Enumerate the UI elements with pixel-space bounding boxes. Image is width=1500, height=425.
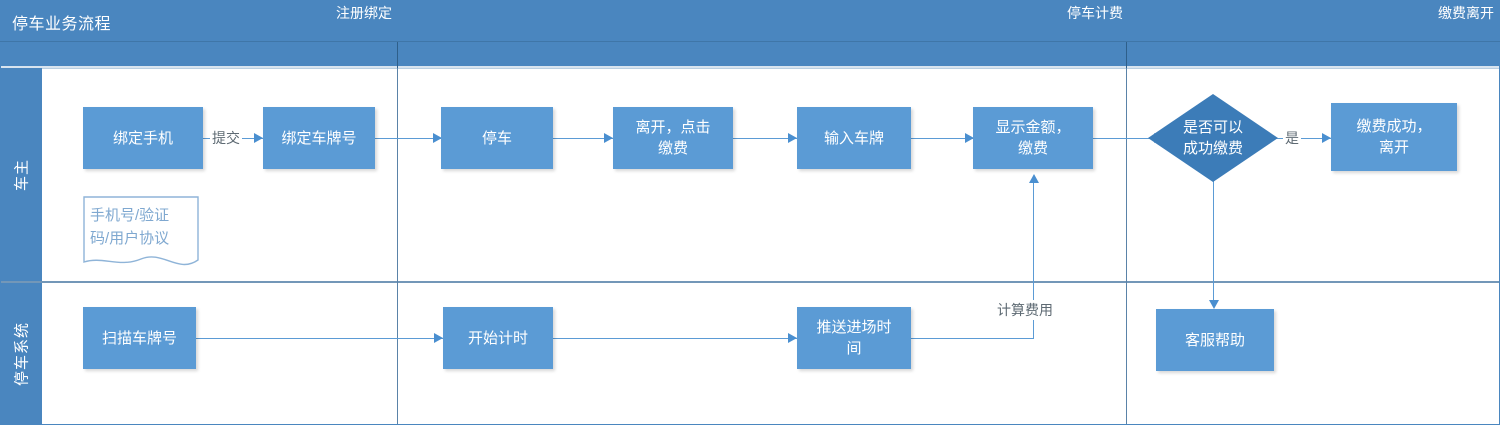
arrow-to-show-amount-from-system: [1029, 174, 1039, 183]
document-shape-icon: [83, 196, 199, 266]
lane-body-parking-system: [42, 283, 1500, 424]
phase-label-registration: 注册绑定: [336, 5, 392, 21]
phase-separator-1: [397, 42, 398, 68]
decision-label-line2: 成功缴费: [1182, 140, 1243, 157]
connector-park-to-leave-pay: [553, 138, 613, 139]
node-input-plate[interactable]: 输入车牌: [797, 107, 911, 169]
connector-decision-no-to-service-help: [1213, 177, 1214, 303]
phase-header-bar: [0, 42, 1500, 68]
arrow-to-leave-pay: [604, 133, 613, 143]
node-show-amount-pay[interactable]: 显示金额， 缴费: [973, 107, 1093, 169]
decision-payment-success[interactable]: 是否可以 成功缴费: [1148, 94, 1278, 182]
node-push-entry-line2: 间: [846, 340, 862, 357]
node-pay-success-leave[interactable]: 缴费成功， 离开: [1331, 103, 1457, 171]
node-service-help[interactable]: 客服帮助: [1156, 309, 1274, 371]
document-text: 手机号/验证 码/用户协议: [83, 204, 199, 250]
lane-divider: [0, 281, 1500, 283]
connector-leave-pay-to-input-plate: [733, 138, 797, 139]
column-separator-1: [397, 68, 398, 424]
decision-label: 是否可以 成功缴费: [1148, 117, 1278, 159]
connector-scan-to-start-timer: [196, 338, 443, 339]
node-push-entry-time[interactable]: 推送进场时 间: [797, 307, 911, 369]
phase-label-billing: 停车计费: [1067, 5, 1123, 21]
edge-label-calc-fee: 计算费用: [995, 300, 1055, 320]
edge-label-yes: 是: [1283, 128, 1301, 148]
edge-label-submit: 提交: [210, 128, 242, 148]
lane-label-car-owner: 车主: [13, 158, 31, 191]
arrow-to-push-entry: [788, 333, 797, 343]
node-pay-success-line2: 离开: [1378, 139, 1409, 156]
document-text-line2: 码/用户协议: [90, 230, 170, 247]
arrow-to-start-timer: [434, 333, 443, 343]
connector-start-timer-to-push-entry: [553, 338, 797, 339]
document-text-line1: 手机号/验证: [90, 207, 170, 224]
phase-separator-2: [1126, 42, 1127, 68]
arrow-to-input-plate: [788, 133, 797, 143]
lane-body-car-owner: [42, 68, 1500, 281]
node-scan-plate[interactable]: 扫描车牌号: [83, 307, 196, 369]
connector-bind-plate-to-park: [375, 138, 441, 139]
arrow-to-pay-success: [1322, 133, 1331, 143]
lane-label-parking-system: 停车系统: [13, 321, 31, 386]
diagram-title: 停车业务流程: [12, 16, 112, 33]
phase-label-payment: 缴费离开: [1438, 5, 1494, 21]
connector-input-plate-to-show-amount: [911, 138, 973, 139]
node-show-amount-line2: 缴费: [1017, 140, 1048, 157]
arrow-to-bind-plate: [254, 133, 263, 143]
arrow-to-show-amount: [965, 133, 974, 143]
node-pay-success-line1: 缴费成功，: [1356, 118, 1432, 135]
connector-calc-fee-riser: [1033, 182, 1034, 339]
node-park[interactable]: 停车: [441, 107, 553, 169]
decision-label-line1: 是否可以: [1182, 119, 1243, 136]
node-leave-click-pay-line1: 离开，点击: [635, 119, 711, 136]
node-bind-phone[interactable]: 绑定手机: [83, 107, 203, 169]
node-leave-click-pay[interactable]: 离开，点击 缴费: [613, 107, 733, 169]
node-leave-click-pay-line2: 缴费: [657, 140, 688, 157]
node-bind-plate[interactable]: 绑定车牌号: [263, 107, 375, 169]
document-registration-inputs: 手机号/验证 码/用户协议: [83, 196, 199, 272]
connector-push-entry-to-calc: [911, 338, 1034, 339]
diagram-title-bar: 停车业务流程: [0, 0, 1500, 42]
column-separator-2: [1126, 68, 1127, 424]
lane-header-parking-system: 停车系统: [0, 283, 42, 424]
node-start-timer[interactable]: 开始计时: [443, 307, 553, 369]
arrow-to-service-help: [1209, 300, 1219, 309]
node-push-entry-line1: 推送进场时: [816, 319, 892, 336]
arrow-to-park: [433, 133, 442, 143]
lane-header-car-owner: 车主: [0, 68, 42, 281]
node-show-amount-line1: 显示金额，: [995, 119, 1071, 136]
connector-show-amount-to-decision: [1093, 138, 1163, 139]
